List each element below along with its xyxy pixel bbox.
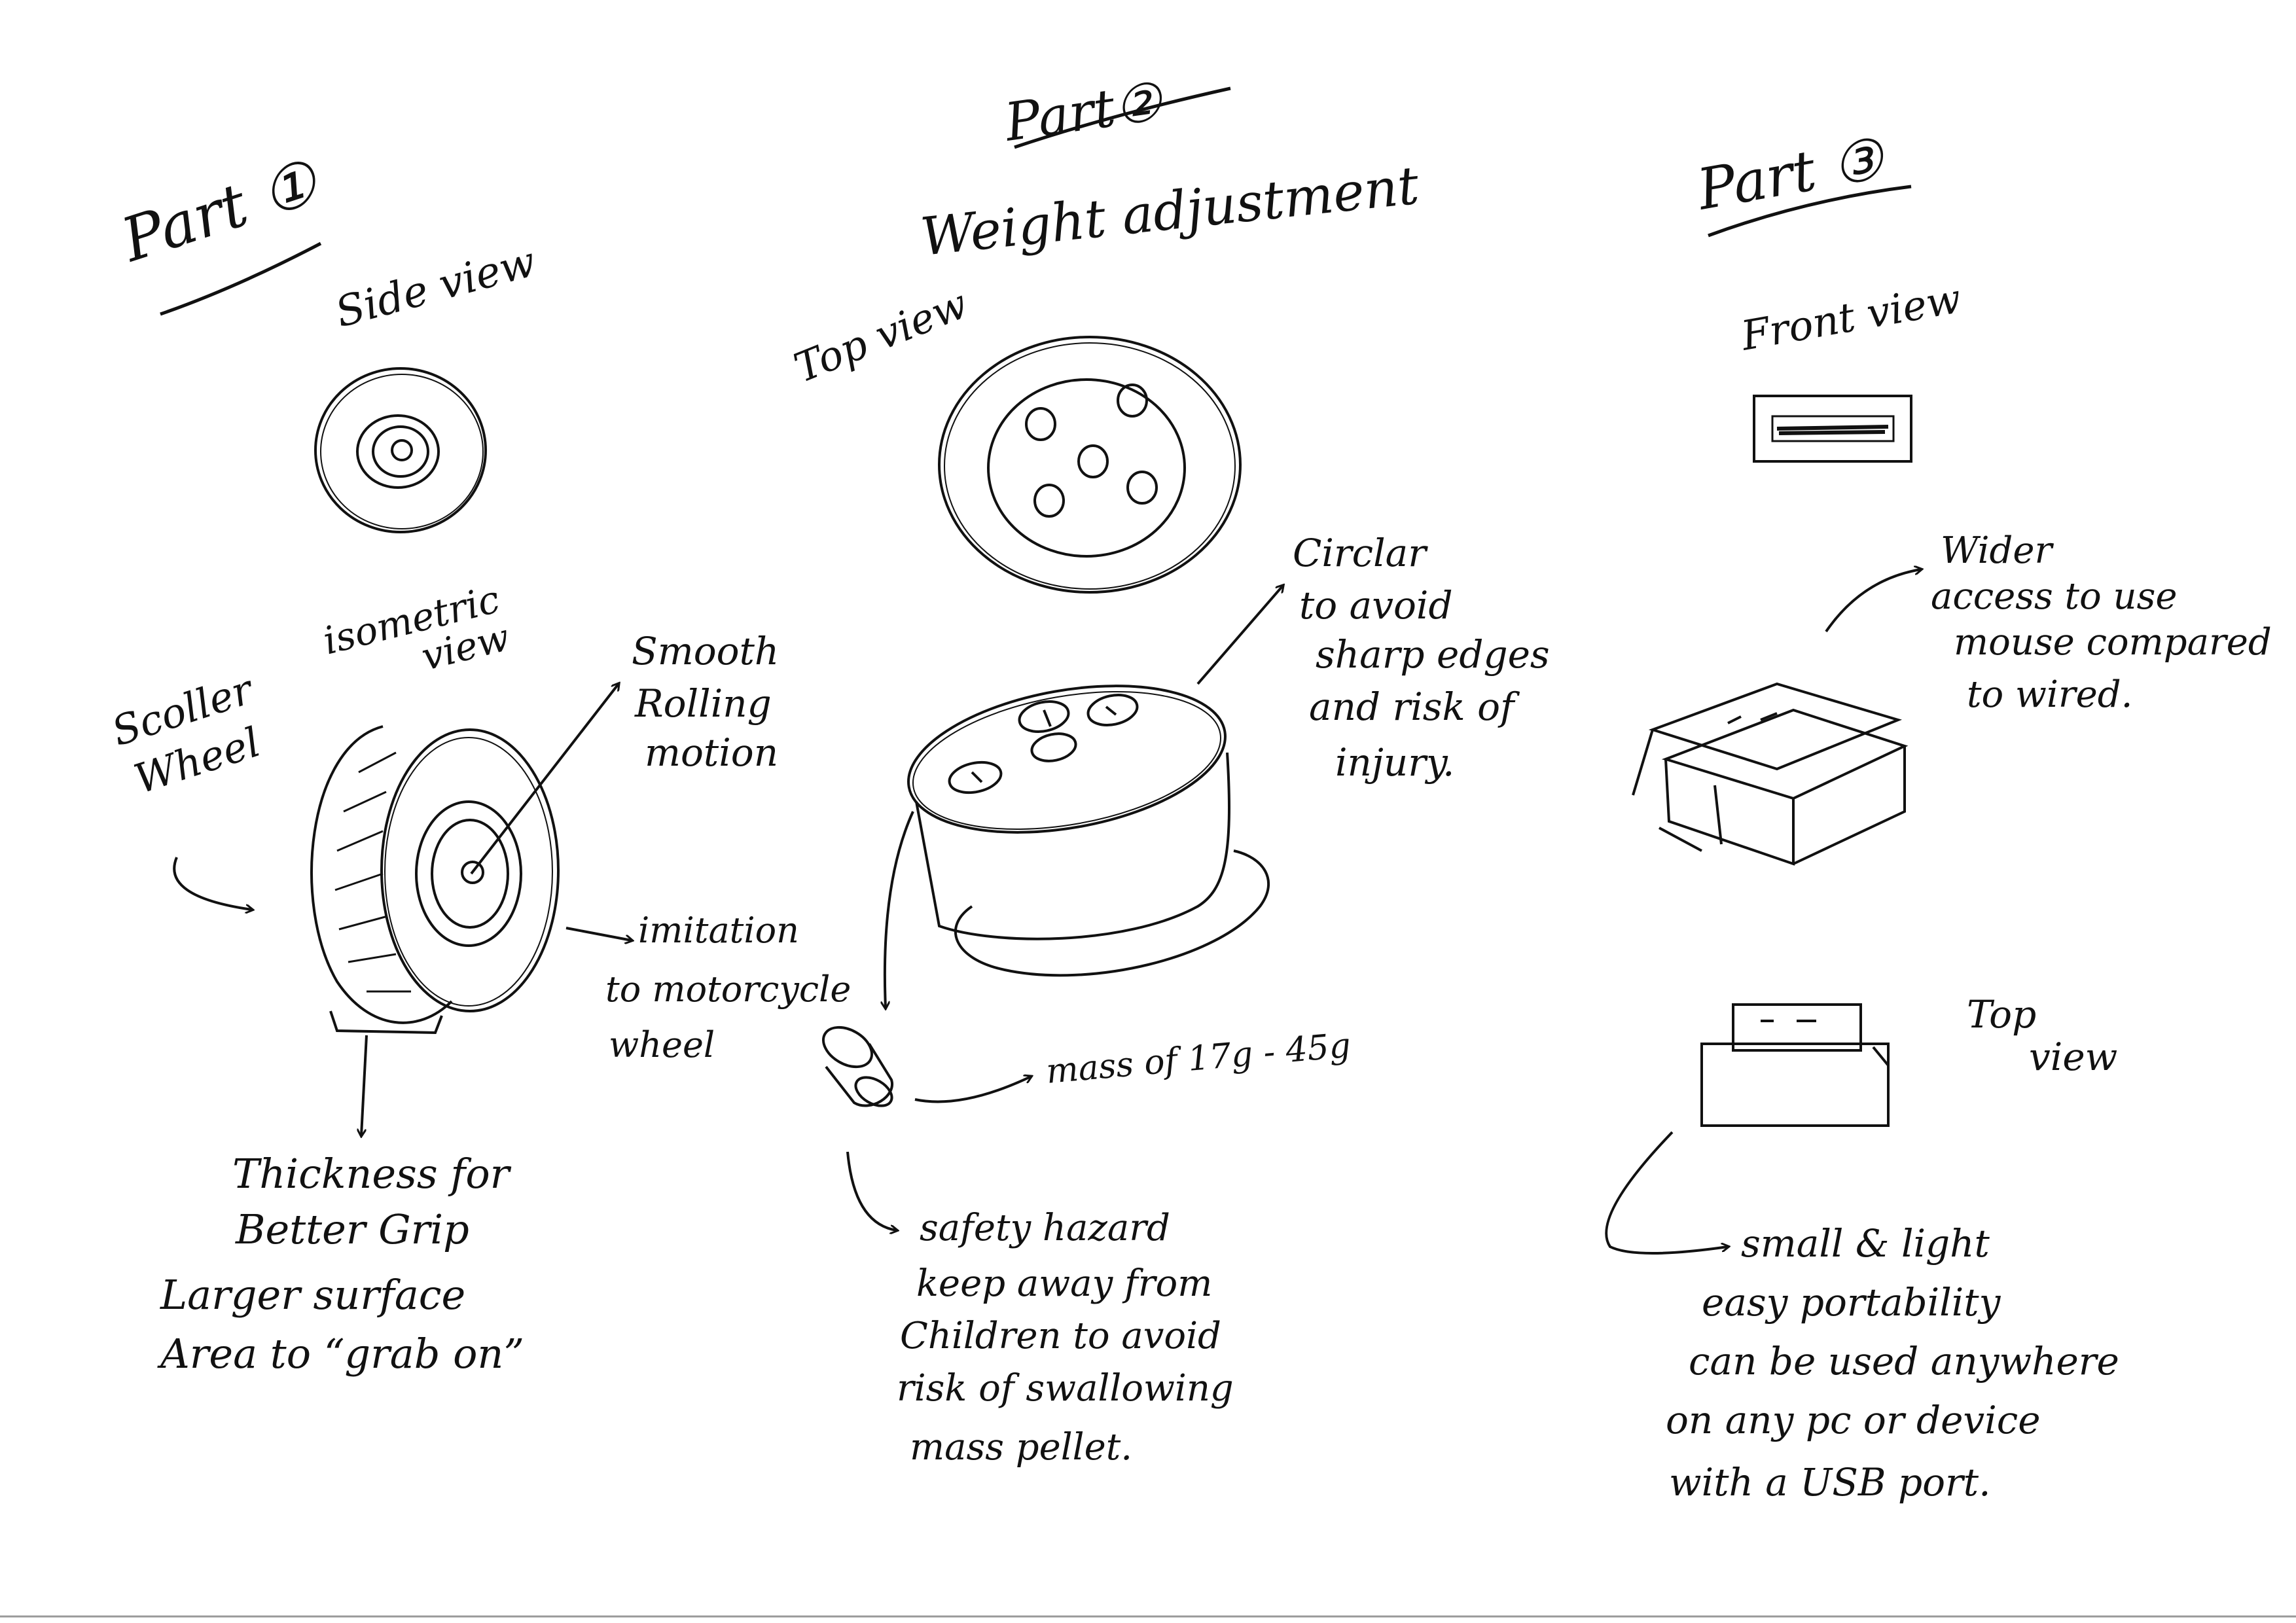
part-2-title: Weight adjustment bbox=[918, 154, 1422, 267]
isometric-view-label: isometric view bbox=[319, 574, 525, 702]
thickness-arrow bbox=[361, 1035, 368, 1135]
mass-label: mass of 17g - 45g bbox=[1045, 1026, 1352, 1091]
isometric-wheel-sketch bbox=[310, 725, 560, 1024]
part-1-heading-underline bbox=[160, 241, 322, 316]
part-3-section: Part ③ Front view Wider access to use mo… bbox=[1605, 126, 2284, 1505]
part-2-heading-underline bbox=[1014, 86, 1231, 149]
portability-note: small & light easy portability can be us… bbox=[1666, 1221, 2131, 1505]
part-2-section: Part② Weight adjustment Top view bbox=[787, 71, 1562, 1469]
usb-front-view-sketch bbox=[1753, 395, 1912, 463]
usb-isometric-sketch bbox=[1632, 682, 1909, 866]
weight-tray-isometric-sketch bbox=[907, 685, 1270, 977]
weight-tray-top-view-sketch bbox=[938, 336, 1242, 594]
safety-note: safety hazard keep away from Children to… bbox=[897, 1207, 1246, 1469]
part-2-heading: Part② bbox=[1000, 71, 1168, 153]
circular-note: Circlar to avoid sharp edges and risk of… bbox=[1293, 531, 1562, 785]
wider-access-arrow bbox=[1825, 569, 1921, 633]
imitation-arrow bbox=[565, 927, 632, 940]
circular-note-arrow bbox=[1196, 586, 1283, 685]
part-3-front-view-label: Front view bbox=[1737, 274, 1965, 360]
smooth-rolling-label: Smooth Rolling motion bbox=[632, 629, 791, 775]
usb-top-view-sketch bbox=[1700, 1003, 1890, 1127]
part-1-section: Part ① Side view isometric view Scoller … bbox=[106, 146, 863, 1378]
mass-arrow bbox=[914, 1077, 1031, 1103]
side-view-label: Side view bbox=[331, 238, 541, 337]
part-3-heading-underline bbox=[1708, 185, 1912, 238]
part-2-top-view-label: Top view bbox=[787, 279, 974, 392]
scroller-wheel-arrow bbox=[173, 857, 252, 910]
scroller-wheel-label: Scoller Wheel bbox=[106, 662, 287, 806]
mass-pellet-sketch bbox=[822, 1026, 894, 1107]
wheel-base-bracket bbox=[329, 1010, 443, 1035]
part-3-top-view-label: Top view bbox=[1967, 992, 2117, 1079]
safety-arrow bbox=[846, 1151, 897, 1230]
wider-access-note: Wider access to use mouse compared to wi… bbox=[1931, 529, 2284, 716]
imitation-label: imitation to motorcycle wheel bbox=[605, 910, 863, 1065]
smooth-rolling-arrow bbox=[470, 684, 619, 875]
side-view-wheel-sketch bbox=[314, 367, 487, 533]
part-1-notes: Thickness for Better Grip Larger surface… bbox=[157, 1150, 524, 1378]
portability-arrow bbox=[1605, 1131, 1728, 1255]
tray-to-pellet-arrow bbox=[885, 811, 914, 1008]
